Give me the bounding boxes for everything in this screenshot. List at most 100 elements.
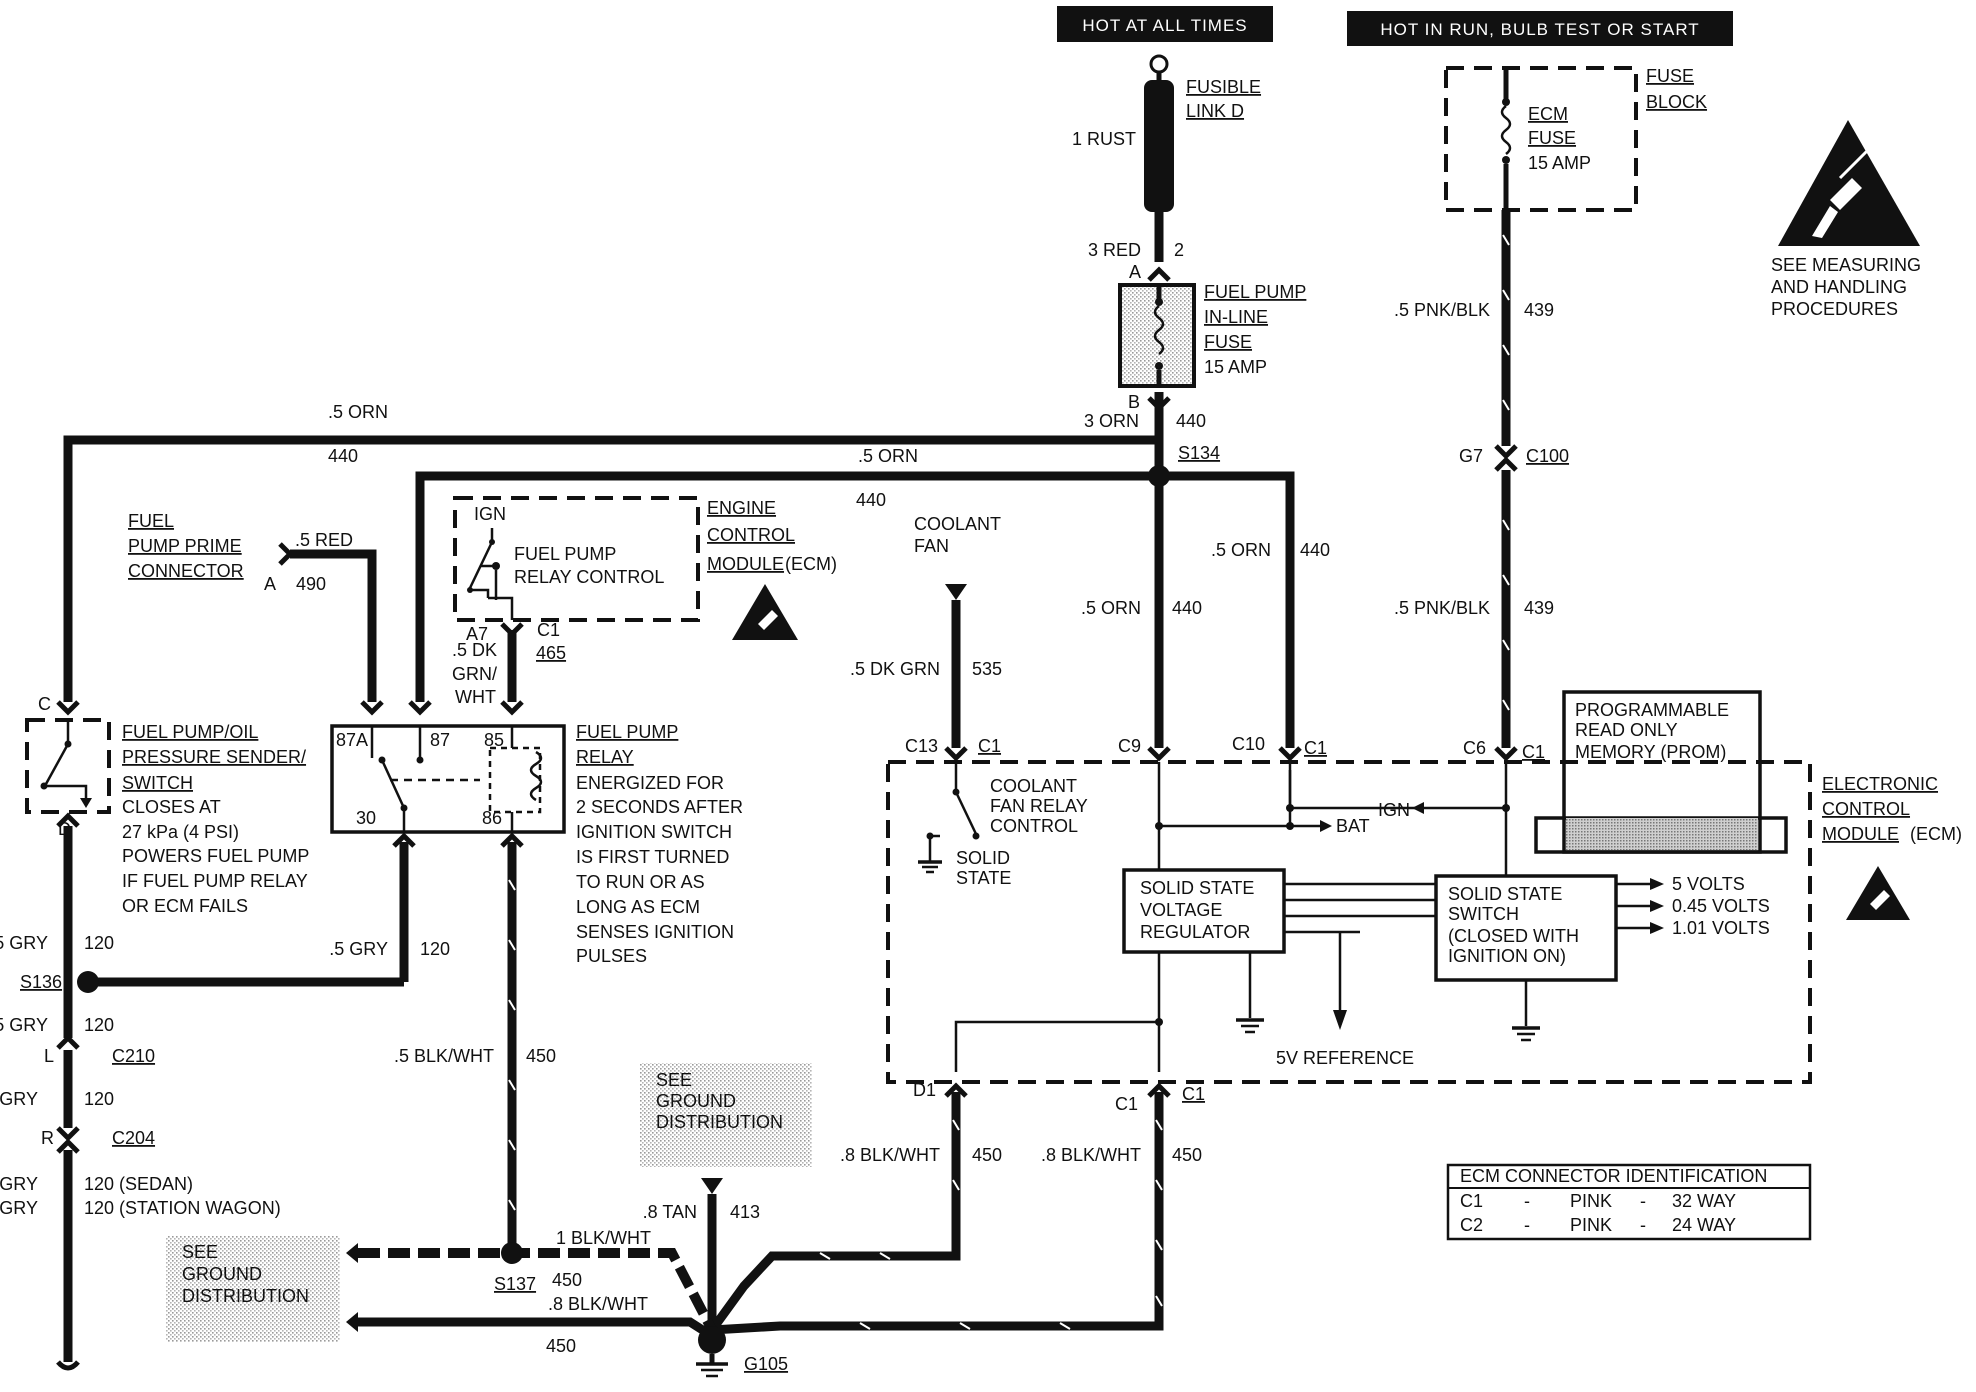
table-row: C1 - PINK - 32 WAY [1460,1191,1736,1211]
inline-fuse-label-2: IN-LINE [1204,307,1268,327]
c450: 450 [526,1046,556,1066]
relay-label-2: RELAY [576,747,634,767]
ground-dist-b-3: DISTRIBUTION [182,1286,309,1306]
table-ways: 32 WAY [1672,1191,1736,1211]
c204-connector: C204 [112,1128,155,1148]
regulator-label-1: SOLID STATE [1140,878,1254,898]
fusible-link-name-2: LINK D [1186,101,1244,121]
s137-splice [501,1242,523,1264]
coolant-relay-label-3: CONTROL [990,816,1078,836]
ecm-name-4: (ECM) [1910,824,1962,844]
ecm-name-3: MODULE [1822,824,1899,844]
blk-wht-ticks-relay [508,879,516,1211]
ground-dist-a-2: GROUND [656,1091,736,1111]
fuel-pump-oil-pressure-switch [25,718,111,814]
gry-wire-3: 1 GRY [0,1089,38,1109]
regulator-label-3: REGULATOR [1140,922,1250,942]
switch-label-1: SOLID STATE [1448,884,1562,904]
red-wire: .5 RED [295,530,353,550]
sender-desc-3: POWERS FUEL PUMP [122,846,309,866]
coolant-relay-label-2: FAN RELAY [990,796,1088,816]
c10-term: C10 [1232,734,1265,754]
ecm-small-name-4: (ECM) [785,554,837,574]
blk-wht-low-wire: .8 BLK/WHT [548,1294,648,1314]
c450-low: 450 [546,1336,576,1356]
c120-2: 120 [84,1015,114,1035]
esd-notice-1: SEE MEASURING [1771,255,1921,275]
fusible-link-d: FUSIBLE LINK D 1 RUST [1072,54,1261,262]
fuel-pump-inline-fuse: FUEL PUMP IN-LINE FUSE 15 AMP [1118,282,1306,388]
relay-pin-87a: 87A [336,730,368,750]
inline-fuse-top-circuit: 2 [1174,240,1184,260]
output-101-volts: 1.01 VOLTS [1672,918,1770,938]
switch-label-2: SWITCH [1448,904,1519,924]
sender-desc-2: 27 kPa (4 PSI) [122,822,239,842]
blk-wht-s137-wire: 1 BLK/WHT [556,1228,651,1248]
ground-dist-b-1: SEE [182,1242,218,1262]
pnk-blk-wire-1: .5 PNK/BLK [1394,300,1490,320]
coolant-fan-arrow [945,584,967,600]
ecm-small-name-3: MODULE [707,554,784,574]
relay-desc-8: PULSES [576,946,647,966]
c13-term: C13 [905,736,938,756]
ecm-fuse-label-2: FUSE [1528,128,1576,148]
gry-wire-1: .5 GRY [0,933,48,953]
esd-warning-icon [1778,120,1920,246]
prom-label-2: READ ONLY [1575,720,1678,740]
ground-distribution-a: SEE GROUND DISTRIBUTION [640,1063,812,1167]
c210-connector: C210 [112,1046,155,1066]
table-dash2: - [1640,1191,1646,1211]
fuse-block: ECM FUSE 15 AMP FUSE BLOCK [1444,66,1707,212]
c450-d1: 450 [972,1145,1002,1165]
prime-term-a: A [264,574,276,594]
dk-grn-wire: .5 DK GRN [850,659,940,679]
solid-state-1: SOLID [956,848,1010,868]
c120-1: 120 [84,933,114,953]
table-conn: C1 [1460,1191,1483,1211]
pnk-blk-ticks [1502,234,1510,711]
orn-c10-wire: .5 ORN [1211,540,1271,560]
sender-desc-5: OR ECM FAILS [122,896,248,916]
bat-label: BAT [1336,816,1370,836]
dk-grn-wht-2: GRN/ [452,664,497,684]
ign-label: IGN [1378,800,1410,820]
fuel-pump-relay: 87A 87 85 30 86 [330,724,566,834]
c440-c9: 440 [1172,598,1202,618]
ecm-fuse-label-1: ECM [1528,104,1568,124]
c439-2: 439 [1524,598,1554,618]
dk-grn-wht-1: .5 DK [452,640,497,660]
orn-top-wire: .5 ORN [328,402,388,422]
prime-connector-label-2: PUMP PRIME [128,536,242,556]
ground-distribution-b: SEE GROUND DISTRIBUTION [166,1236,340,1342]
c440-top: 440 [328,446,358,466]
tan-wire-arrow [701,1178,723,1194]
table-ways: 24 WAY [1672,1215,1736,1235]
g105-ground [696,1326,728,1378]
prime-connector-label-1: FUEL [128,511,174,531]
blk-wht-c1-wire: .8 BLK/WHT [1041,1145,1141,1165]
sender-label-1: FUEL PUMP/OIL [122,722,258,742]
solid-state-2: STATE [956,868,1011,888]
orn-c9-wire: .5 ORN [1081,598,1141,618]
inline-fuse-top-wire: 3 RED [1088,240,1141,260]
gry-wire-2: .5 GRY [0,1015,48,1035]
ecm-name-2: CONTROL [1822,799,1910,819]
table-dash2: - [1640,1215,1646,1235]
c120-relay: 120 [420,939,450,959]
ecm-small-name-2: CONTROL [707,525,795,545]
g7-term: G7 [1459,446,1483,466]
esd-icon-ecm [1846,866,1910,920]
coolant-fan-label-2: FAN [914,536,949,556]
c439-1: 439 [1524,300,1554,320]
relay-desc-2: 2 SECONDS AFTER [576,797,743,817]
pnk-blk-wire-2: .5 PNK/BLK [1394,598,1490,618]
c9-term: C9 [1118,736,1141,756]
inline-fuse-term-b: B [1128,392,1140,412]
table-color: PINK [1570,1215,1612,1235]
d1-term: D1 [913,1080,936,1100]
inline-fuse-label-4: 15 AMP [1204,357,1267,377]
relay-desc-1: ENERGIZED FOR [576,773,724,793]
table-title: ECM CONNECTOR IDENTIFICATION [1460,1166,1767,1186]
c120-3: 120 [84,1089,114,1109]
